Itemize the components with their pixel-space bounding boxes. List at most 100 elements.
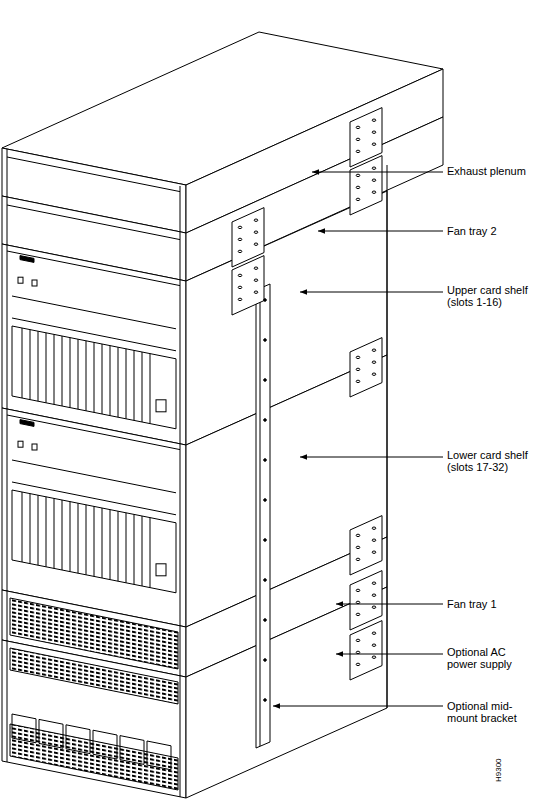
callout-label: Upper card shelf (slots 1-16) [447,284,535,308]
shelf-panel-line [12,460,176,493]
bracket-hole [372,119,376,121]
rear-edge [387,165,388,708]
power-grille [10,724,178,790]
card-slot [54,334,55,404]
bracket-hole [356,186,360,188]
power-module [93,730,117,759]
bracket-hole [372,167,376,169]
bracket-hole [264,339,267,342]
card-slot [110,346,111,416]
callout-label: Fan tray 1 [447,598,535,610]
card-slot [30,494,31,564]
bracket-hole [356,368,360,370]
bracket-hole [356,651,360,653]
card-slot [70,502,71,572]
card-slot [150,518,151,588]
leader-arrow [300,292,443,293]
bracket-hole [264,619,267,622]
bracket-hole [254,291,258,293]
mounting-bracket [350,516,382,575]
status-led [32,280,37,286]
callout-label: Optional mid-mount bracket [447,700,535,724]
status-led [18,441,23,447]
bracket-hole [356,546,360,548]
card-slot [78,339,79,409]
power-module [66,725,90,754]
card-slot [94,506,95,576]
bracket-hole [372,373,376,375]
shelf-latch [156,564,166,576]
bracket-hole [264,419,267,422]
card-slot [102,508,103,578]
bracket-hole [372,539,376,541]
bracket-hole [372,594,376,596]
power-module [12,714,36,743]
card-slot [126,513,127,583]
front-rail [7,149,8,762]
power-module [120,736,144,765]
mounting-bracket [350,338,382,397]
bracket-hole [372,143,376,145]
mounting-bracket [350,621,382,680]
card-slot [62,500,63,570]
card-slot [38,495,39,565]
bracket-hole [264,699,267,702]
bracket-hole [356,198,360,200]
bracket-hole [264,659,267,662]
bracket-hole [356,138,360,140]
shelf-header-line [7,251,180,286]
card-slot [70,338,71,408]
bracket-hole [356,356,360,358]
card-slot [38,331,39,401]
figure-number: H9300 [494,758,503,782]
bracket-hole [356,613,360,615]
mid-mount-bracket [256,284,270,748]
bracket-hole [264,499,267,502]
bracket-hole [356,589,360,591]
card-slot [22,492,23,562]
bracket-hole [238,286,242,288]
card-slot [54,498,55,568]
card-slot [78,503,79,573]
bracket-hole [254,279,258,281]
leader-arrow [336,604,443,605]
card-slot [46,497,47,567]
bracket-hole [372,582,376,584]
leader-arrow [318,231,443,232]
leader-arrow [300,457,443,458]
shelf-latch [156,400,166,412]
bracket-hole [372,644,376,646]
bracket-hole [372,349,376,351]
power-module [39,719,63,748]
card-slot [46,333,47,403]
bracket-hole [356,601,360,603]
card-slot [110,510,111,580]
bracket-hole [356,639,360,641]
bracket-hole [356,174,360,176]
leader-arrow [273,706,443,707]
shelf-panel-line [12,296,176,329]
callout-label: Fan tray 2 [447,225,535,237]
bracket-hole [372,527,376,529]
card-slot [126,349,127,419]
card-slot [142,352,143,422]
status-led [18,277,23,283]
leader-arrow [336,654,443,655]
card-slot [118,511,119,581]
bracket-hole [264,379,267,382]
card-slot [142,516,143,586]
bracket-hole [356,534,360,536]
bracket-hole [238,226,242,228]
bracket-hole [372,361,376,363]
bracket-hole [254,219,258,221]
fan-tray-panel-line [7,205,180,240]
bracket-hole [372,131,376,133]
bracket-hole [238,274,242,276]
bracket-hole [356,558,360,560]
bracket-hole [356,663,360,665]
shelf-header-line [7,415,180,450]
bracket-hole [372,179,376,181]
bracket-hole [254,267,258,269]
card-slot [30,330,31,400]
